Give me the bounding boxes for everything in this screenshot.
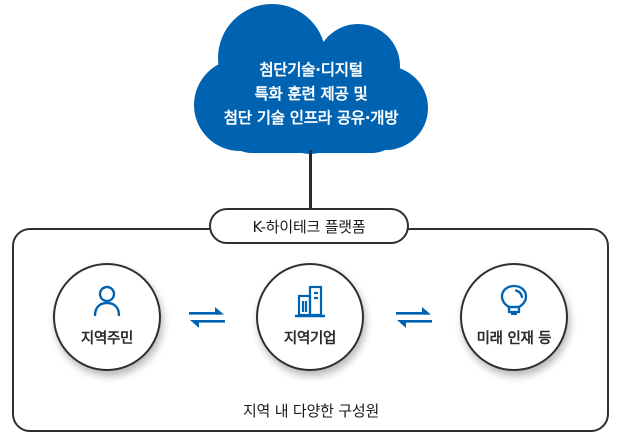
cloud-description: 첨단기술·디지털 특화 훈련 제공 및 첨단 기술 인프라 공유·개방	[193, 58, 429, 130]
cloud-line-1: 첨단기술·디지털	[259, 61, 363, 79]
cloud-connector-line	[309, 150, 312, 208]
cloud-line-2: 특화 훈련 제공 및	[254, 85, 368, 103]
person-icon	[93, 285, 121, 316]
platform-title-pill: K-하이테크 플랫폼	[209, 208, 409, 244]
node-local-businesses: 지역기업	[256, 263, 364, 371]
bidirectional-arrows-icon	[189, 307, 225, 328]
cloud-line-3: 첨단 기술 인프라 공유·개방	[223, 109, 399, 127]
node-label: 지역주민	[80, 330, 134, 347]
building-icon	[295, 285, 325, 317]
bidirectional-arrows-icon	[396, 307, 432, 328]
node-local-residents: 지역주민	[53, 263, 161, 371]
platform-caption: 지역 내 다양한 구성원	[242, 402, 380, 420]
platform-title: K-하이테크 플랫폼	[252, 217, 366, 236]
lightbulb-icon	[500, 284, 528, 315]
cloud-shape	[194, 4, 428, 154]
node-label: 지역기업	[283, 330, 337, 347]
node-label: 미래 인재 등	[476, 330, 552, 347]
node-future-talent: 미래 인재 등	[460, 263, 568, 371]
